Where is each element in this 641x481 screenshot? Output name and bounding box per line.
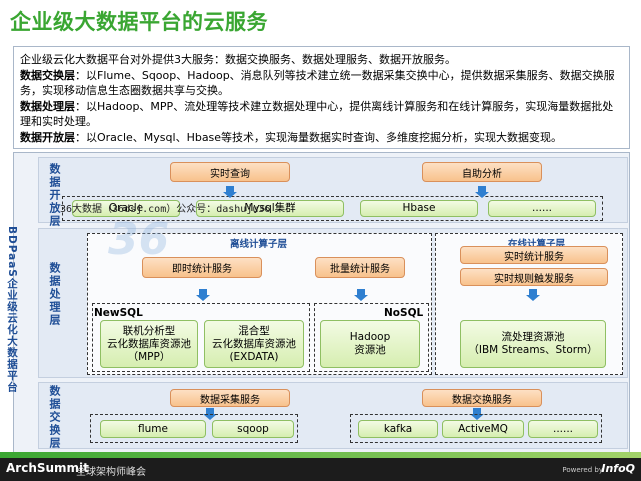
store-hbase: Hbase (360, 200, 478, 217)
service-data-exchange: 数据交换服务 (422, 389, 542, 407)
service-realtime-query: 实时查询 (170, 162, 290, 182)
arrow-down-icon (526, 289, 540, 301)
service-self-analysis: 自助分析 (422, 162, 542, 182)
tool-kafka: kafka (358, 420, 438, 438)
arrow-down-icon (475, 186, 489, 198)
footer-infoq-logo: InfoQ (601, 462, 635, 475)
footer-powered: Powered by (562, 466, 603, 474)
nosql-label: NoSQL (384, 307, 424, 319)
pool-exdata: 混合型 云化数据库资源池 (EXDATA) (204, 320, 304, 368)
pool-hadoop: Hadoop 资源池 (320, 320, 420, 368)
page-title: 企业级大数据平台的云服务 (10, 10, 268, 34)
exchange-layer-label: 数据交换层 (48, 385, 61, 450)
intro-exchange: 数据交换层：以Flume、Sqoop、Hadoop、消息队列等技术建立统一数据采… (20, 68, 615, 98)
open-store-group (62, 196, 603, 221)
watermark-logo: 36 (108, 214, 170, 265)
footer-brand-sub: 全球架构师峰会 (76, 467, 146, 478)
service-data-collection: 数据采集服务 (170, 389, 290, 407)
service-realtime-stats: 实时统计服务 (460, 246, 608, 264)
tool-activemq: ActiveMQ (442, 420, 524, 438)
store-mysql: Mysql集群 (196, 200, 344, 217)
arrow-down-icon (223, 186, 237, 198)
footer-bar: ArchSummit 全球架构师峰会 Powered by InfoQ (0, 458, 641, 481)
intro-open: 数据开放层：以Oracle、Mysql、Hbase等技术，实现海量数据实时查询、… (20, 130, 563, 144)
store-oracle: Oracle (72, 200, 180, 217)
arrow-down-icon (203, 408, 217, 420)
offline-sublayer-title: 离线计算子层 (230, 239, 288, 250)
intro-process: 数据处理层：以Hadoop、MPP、流处理等技术建立数据处理中心，提供离线计算服… (20, 99, 614, 129)
footer-ribbon (0, 452, 641, 458)
arrow-down-icon (470, 408, 484, 420)
arrow-down-icon (354, 289, 368, 301)
newsql-group (92, 303, 310, 372)
online-sublayer-title: 在线计算子层 (508, 239, 566, 250)
intro-panel: 企业级云化大数据平台对外提供3大服务：数据交换服务、数据处理服务、数据开放服务。… (13, 46, 630, 149)
service-instant-stats: 即时统计服务 (142, 257, 262, 278)
process-layer-label: 数据处理层 (48, 262, 61, 327)
service-realtime-rule-trigger: 实时规则触发服务 (460, 268, 608, 286)
intro-line: 企业级云化大数据平台对外提供3大服务：数据交换服务、数据处理服务、数据开放服务。 (20, 53, 456, 66)
nosql-group (314, 303, 429, 372)
footer-brand: ArchSummit (6, 461, 89, 475)
tool-more: ...... (528, 420, 598, 438)
service-batch-stats: 批量统计服务 (315, 257, 405, 278)
tool-flume: flume (100, 420, 206, 438)
platform-label: BDPaaS企业级云化大数据平台 (6, 226, 18, 393)
arrow-down-icon (196, 289, 210, 301)
watermark-text: 36大数据（36dsj.com）公众号：dashuju36 (60, 204, 271, 215)
collection-tool-group (90, 414, 298, 443)
open-layer-label: 数据开放层 (48, 163, 61, 228)
pool-stream: 流处理资源池 （IBM Streams、Storm） (460, 320, 606, 368)
exchange-tool-group (350, 414, 602, 443)
store-more: ...... (488, 200, 596, 217)
pool-mpp: 联机分析型 云化数据库资源池 （MPP） (100, 320, 198, 368)
newsql-label: NewSQL (94, 307, 143, 319)
tool-sqoop: sqoop (212, 420, 294, 438)
